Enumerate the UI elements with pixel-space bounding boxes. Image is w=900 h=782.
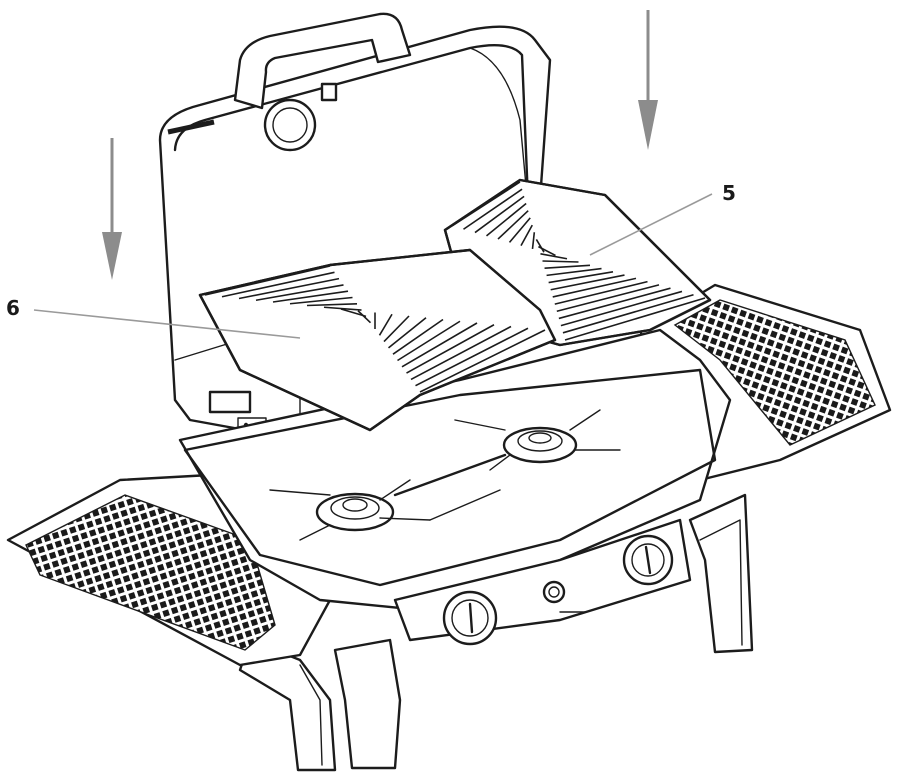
grate-bar	[401, 322, 478, 368]
grate-bar	[550, 274, 625, 291]
grate-bar	[221, 271, 335, 298]
grate-bar	[497, 210, 529, 240]
grate-bar	[255, 284, 344, 302]
grate-bar	[474, 195, 525, 234]
grill-stand	[238, 493, 754, 772]
down-arrow-left	[102, 138, 122, 280]
grate-bar	[538, 245, 556, 257]
grate-bar	[410, 325, 512, 381]
grate-bar	[392, 318, 444, 355]
left-knob	[442, 590, 498, 646]
grate-bar	[357, 310, 372, 324]
grate-bar	[387, 317, 427, 349]
grate-bar	[552, 277, 637, 298]
grate-bar	[548, 271, 614, 284]
grate-bar	[544, 264, 591, 269]
grate-bar	[531, 232, 536, 249]
grate-bar	[540, 253, 568, 260]
grate-bar	[289, 296, 353, 305]
grate-bar	[383, 315, 410, 343]
callout-5: 5	[589, 181, 736, 256]
grate-bar	[546, 267, 602, 277]
grate-bar	[397, 320, 461, 362]
grate-bar	[272, 290, 349, 303]
grate-bar	[306, 303, 358, 307]
grate-bar	[415, 327, 529, 387]
firebox	[178, 328, 732, 612]
grate-bar	[323, 306, 362, 311]
igniter-button	[542, 580, 566, 604]
callout-5-label: 5	[722, 181, 736, 205]
grate-5-bars	[451, 181, 706, 341]
grate-bar	[419, 329, 546, 393]
grate-bar	[556, 284, 660, 313]
right-knob	[622, 534, 674, 586]
grate-bar	[406, 324, 495, 374]
grate-bar	[378, 313, 393, 336]
down-arrow-right	[638, 10, 658, 150]
grate-bar	[542, 260, 579, 263]
grate-bar	[558, 287, 671, 320]
grate-bar	[560, 290, 683, 327]
grate-bar	[238, 277, 340, 300]
grate-bar	[535, 239, 545, 253]
callout-6-label: 6	[6, 296, 20, 320]
callout-6: 6	[6, 296, 301, 339]
grate-bar	[485, 202, 527, 237]
grate-bar	[562, 293, 694, 334]
control-panel	[393, 518, 692, 646]
grate-bar	[554, 280, 648, 305]
grate-bar	[463, 188, 523, 230]
grate-bar	[564, 297, 706, 341]
grate-bar	[520, 224, 533, 247]
grill-grate-6	[198, 248, 557, 432]
grate-bar	[508, 217, 531, 243]
